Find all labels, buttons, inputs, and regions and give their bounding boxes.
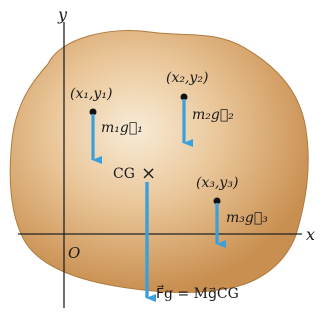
particle-3-dot: [213, 197, 221, 205]
particle-1: (x₁,y₁) m₁g⃗₁: [70, 86, 143, 164]
x-axis-label: x: [306, 225, 315, 244]
extended-body: [9, 29, 309, 293]
resultant-gravity-label: F⃗g = Mg⃗CG: [156, 284, 239, 302]
particle-1-coord: (x₁,y₁): [70, 86, 112, 102]
cg-label: CG: [113, 166, 135, 182]
particle-1-weight-label: m₁g⃗₁: [101, 120, 143, 136]
particle-2: (x₂,y₂) m₂g⃗₂: [166, 70, 234, 147]
y-axis-label: y: [57, 5, 68, 24]
particle-3: (x₃,y₃) m₃g⃗₃: [196, 175, 268, 248]
cg-marker: ×: [141, 163, 156, 184]
particle-2-dot: [180, 93, 188, 101]
origin-label: O: [68, 244, 80, 262]
particle-2-coord: (x₂,y₂): [166, 70, 208, 86]
particle-1-dot: [89, 108, 97, 116]
particle-3-weight-label: m₃g⃗₃: [226, 210, 268, 226]
particle-3-coord: (x₃,y₃): [196, 175, 238, 191]
particle-2-weight-label: m₂g⃗₂: [192, 107, 234, 123]
center-of-gravity: CG × F⃗g = Mg⃗CG: [113, 163, 239, 302]
